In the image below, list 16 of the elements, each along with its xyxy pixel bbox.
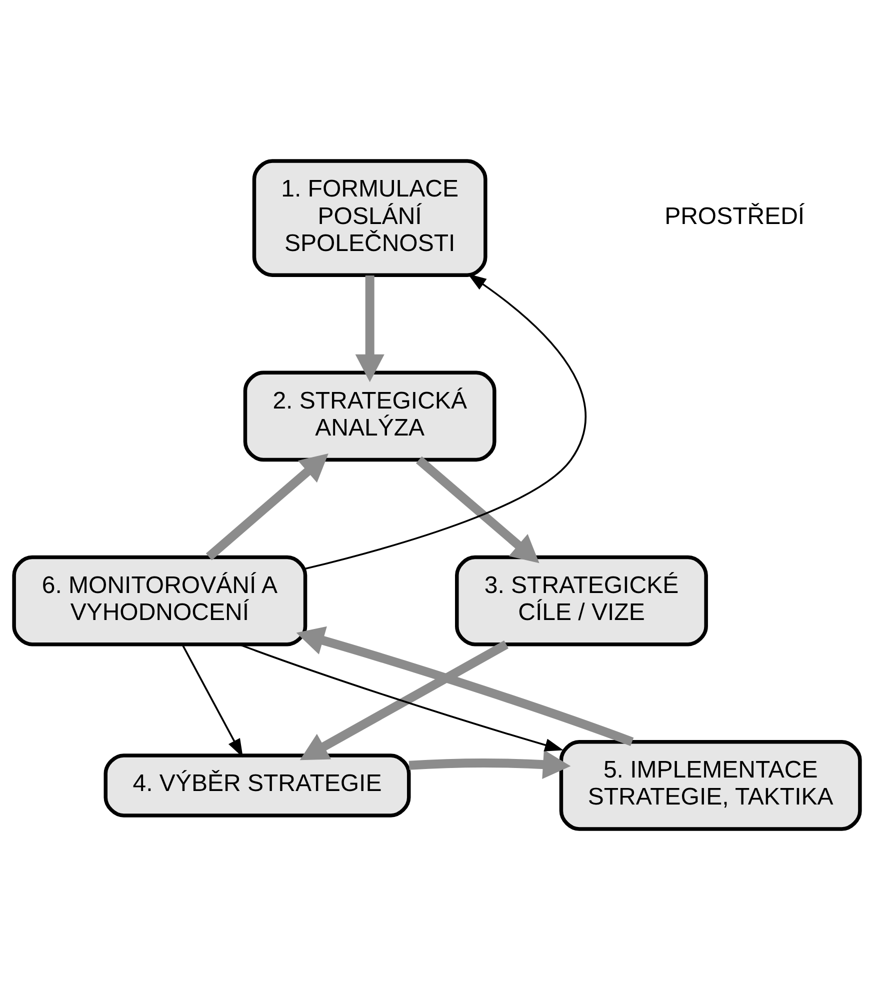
node-box: 2. STRATEGICKÁ ANALÝZA bbox=[243, 370, 496, 462]
arrow bbox=[305, 274, 586, 570]
arrow bbox=[355, 275, 384, 382]
node-box: 3. STRATEGICKÉ CÍLE / VIZE bbox=[455, 555, 708, 646]
arrow bbox=[296, 626, 634, 746]
node-box: 4. VÝBĚR STRATEGIE bbox=[104, 754, 411, 818]
label: PROSTŘEDÍ bbox=[664, 202, 805, 230]
node-box: 6. MONITOROVÁNÍ A VYHODNOCENÍ bbox=[12, 555, 308, 646]
node-box: 1. FORMULACE POSLÁNÍ SPOLEČNOSTI bbox=[252, 159, 488, 277]
node-box: 5. IMPLEMENTACE STRATEGIE, TAKTIKA bbox=[559, 740, 862, 831]
arrow bbox=[408, 750, 571, 779]
arrow bbox=[416, 456, 540, 564]
arrow bbox=[206, 453, 328, 560]
arrow bbox=[182, 644, 243, 758]
arrow bbox=[300, 640, 508, 760]
arrow bbox=[238, 644, 564, 752]
